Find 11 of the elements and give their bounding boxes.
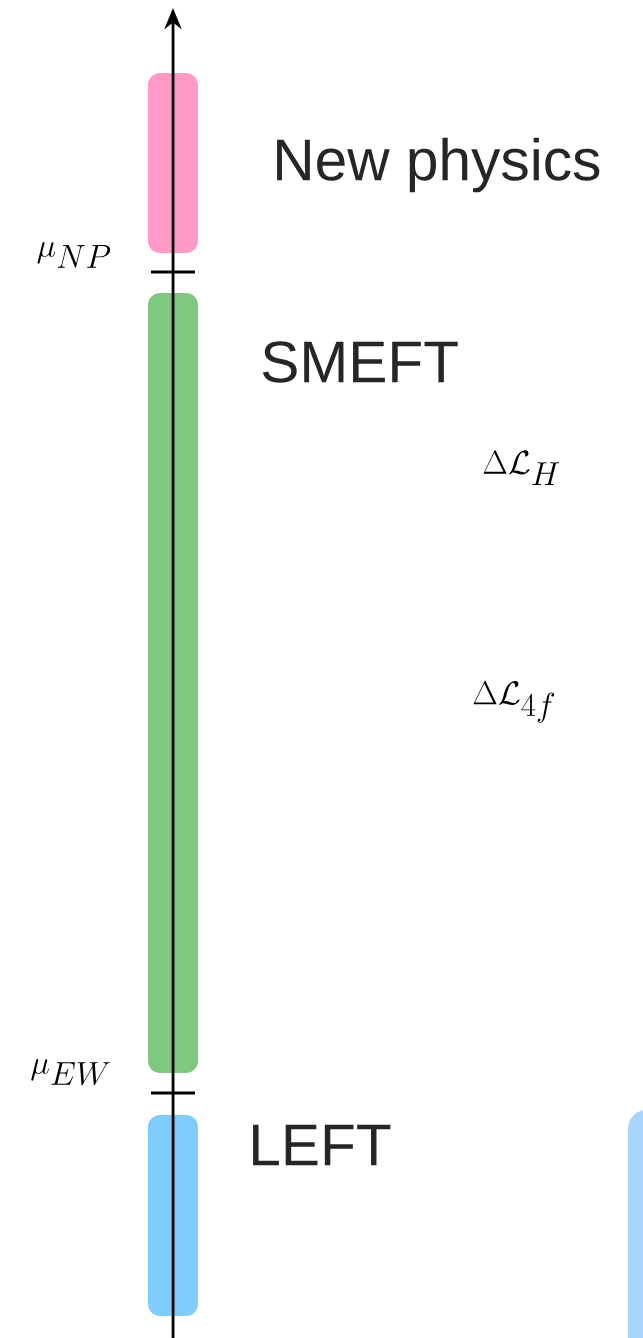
math-label: $\mu_{NP}$ xyxy=(37,241,111,268)
math-label: $\Delta\mathcal{L}_H$ xyxy=(483,450,560,485)
box xyxy=(628,1110,643,1338)
region-label: LEFT xyxy=(253,1124,391,1166)
region-label: New physics xyxy=(277,137,600,193)
region-label: SMEFT xyxy=(262,341,458,383)
math-label: $\Delta\mathcal{L}_{4f}$ xyxy=(473,680,555,723)
bar xyxy=(148,1115,198,1316)
bar xyxy=(148,293,198,1073)
bar xyxy=(148,73,198,253)
math-label: $\mu_{EW}$ xyxy=(31,1058,110,1086)
